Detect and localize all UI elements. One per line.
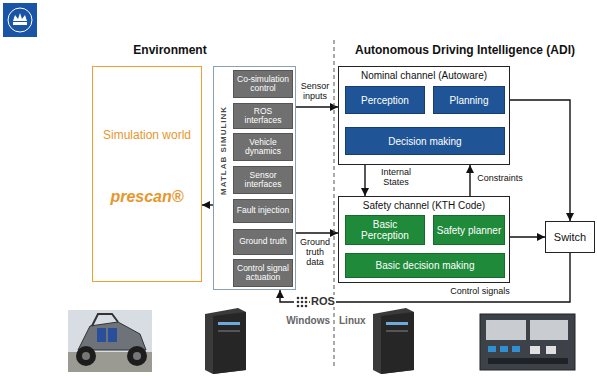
process-box: Safety planner <box>433 215 505 245</box>
node-text: Nominal channel (Autoware) <box>361 70 487 81</box>
control-unit-photo <box>480 314 575 370</box>
node-text: Basic decision making <box>376 260 475 271</box>
node-text: Perception <box>361 95 409 106</box>
simulation-world-box: Simulation world prescan® <box>92 66 202 282</box>
simulink-box: MATLAB SIMULINK Co-simulation controlROS … <box>213 66 296 290</box>
process-box: Decision making <box>345 127 505 155</box>
module-box: Control signal actuation <box>233 259 293 287</box>
channel-box: Safety channel (KTH Code) Basic Perceptio… <box>338 196 510 283</box>
connector-arrow <box>296 106 338 107</box>
node-text: Sensor interfaces <box>236 171 290 190</box>
node-text: Basic Perception <box>348 219 422 241</box>
node-text: Safety channel (KTH Code) <box>363 200 485 211</box>
node-text: Co-simulation control <box>236 75 290 94</box>
module-box: Vehicle dynamics <box>233 133 293 161</box>
process-box: Basic decision making <box>345 253 505 278</box>
connector-label: Internal States <box>370 168 422 188</box>
connector-label: Control signals <box>440 287 520 297</box>
connector-arrow <box>296 232 338 233</box>
section-heading: Environment <box>110 44 230 57</box>
vehicle-photo <box>68 310 152 372</box>
process-box: Planning <box>433 86 505 114</box>
module-box: Sensor interfaces <box>233 166 293 194</box>
node-text: Decision making <box>388 136 461 147</box>
ros-icon <box>294 294 309 309</box>
linux-pc <box>373 308 414 374</box>
os-label: Windows <box>272 315 330 326</box>
node-text: ROS interfaces <box>236 107 290 126</box>
process-box: Perception <box>345 86 425 114</box>
process-box: Basic Perception <box>345 215 425 245</box>
os-label: Linux <box>339 315 366 326</box>
connector-arrow <box>510 236 545 237</box>
connector-arrow <box>202 204 213 205</box>
connector-label: Constraints <box>475 174 525 184</box>
channel-box: Nominal channel (Autoware) Perception Plan… <box>338 66 510 165</box>
node-text: Fault injection <box>237 206 289 215</box>
connector-arrow <box>469 165 470 196</box>
module-box: Fault injection <box>233 199 293 223</box>
module-box: Ground truth <box>233 229 293 255</box>
module-box: ROS interfaces <box>233 103 293 129</box>
node-text: Control signal actuation <box>236 264 290 283</box>
node-text: Planning <box>450 95 489 106</box>
university-logo <box>3 3 37 37</box>
module-box: Co-simulation control <box>233 70 293 98</box>
node-text: Simulation world <box>103 129 191 142</box>
windows-pc <box>205 308 246 374</box>
node-text: prescan® <box>110 188 183 206</box>
node-text: Switch <box>554 231 586 243</box>
section-heading: Autonomous Driving Intelligence (ADI) <box>340 44 590 57</box>
connector-label: Sensor inputs <box>297 82 333 102</box>
connector-label: Ground truth data <box>297 238 333 268</box>
ros-logo-text: ROS <box>310 295 336 307</box>
node-text: Safety planner <box>437 225 502 236</box>
node-text: MATLAB SIMULINK <box>220 95 229 205</box>
node-text: Ground truth <box>239 237 287 246</box>
node-text: Vehicle dynamics <box>236 138 290 157</box>
connector-arrow <box>505 100 570 221</box>
connector-arrow <box>364 165 365 196</box>
switch-box: Switch <box>545 221 595 253</box>
divider-line <box>334 40 335 366</box>
